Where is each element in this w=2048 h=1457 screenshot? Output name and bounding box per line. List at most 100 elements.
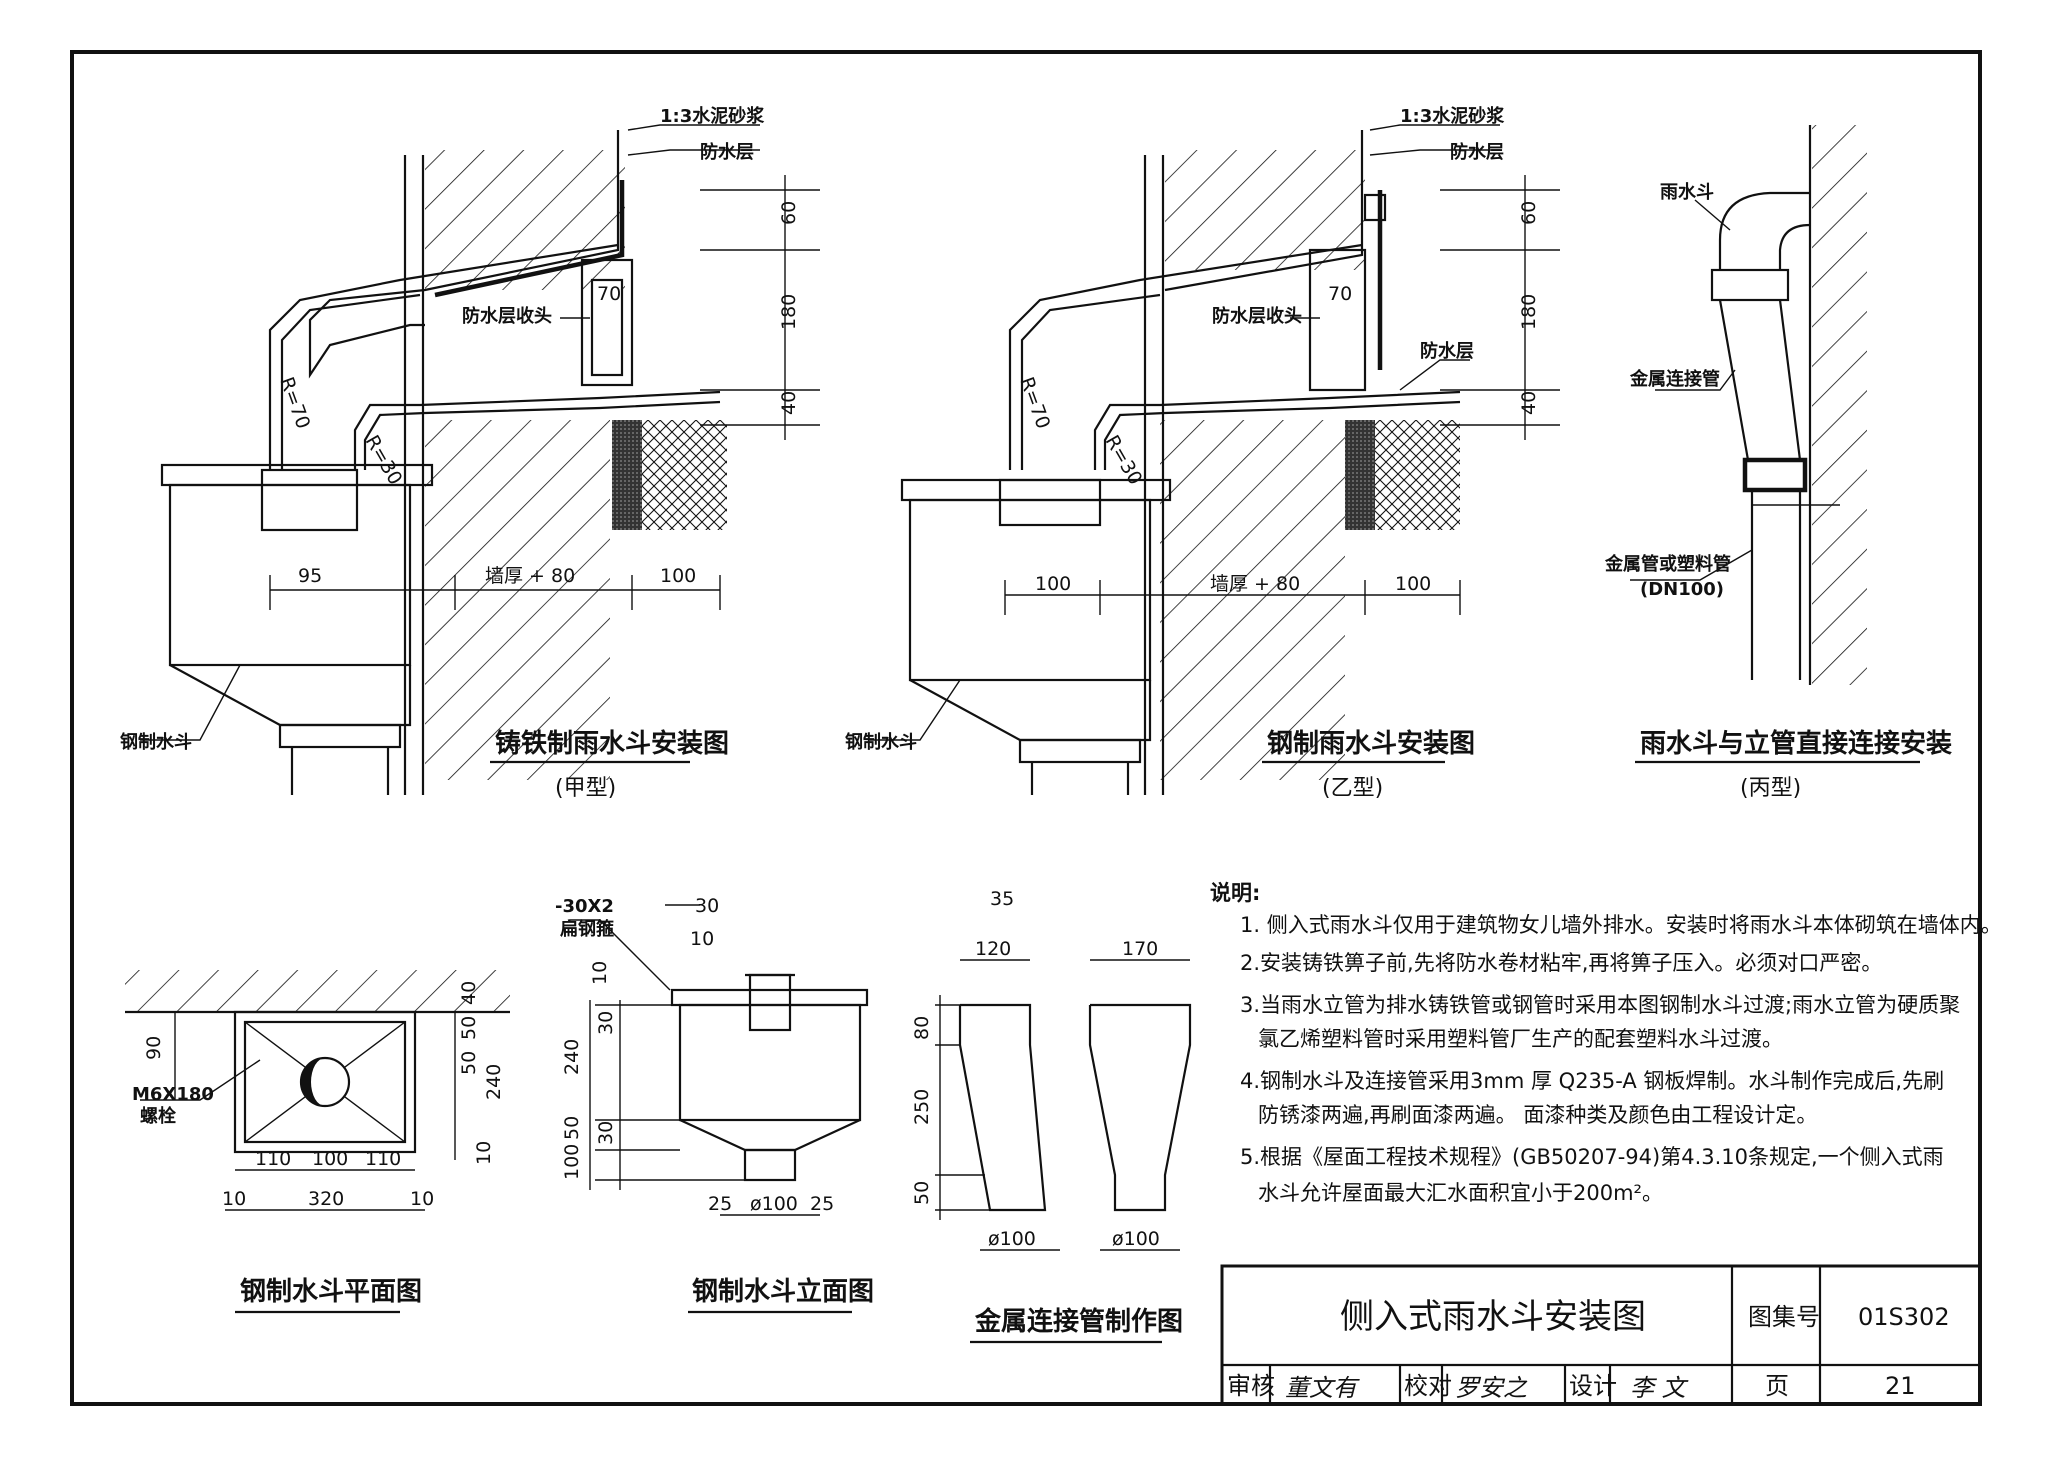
elevation-dim-100: 100 bbox=[561, 1144, 583, 1180]
type-c-connector-label: 金属连接管 bbox=[1629, 368, 1720, 390]
note-item-5: 5.根据《屋面工程技术规程》(GB50207-94)第4.3.10条规定,一个侧… bbox=[1240, 1145, 1944, 1169]
title-block: 侧入式雨水斗安装图 图集号 01S302 审核 董文有 校对 罗安之 设计 李 … bbox=[1220, 1264, 1982, 1406]
note-item-3b: 氯乙烯塑料管时采用塑料管厂生产的配套塑料水斗过渡。 bbox=[1258, 1027, 1783, 1051]
connector-dim-80: 80 bbox=[911, 1016, 933, 1040]
review-signature: 董文有 bbox=[1285, 1374, 1360, 1402]
type-b-dense-block bbox=[1345, 420, 1375, 530]
plan-dim-40: 40 bbox=[458, 981, 480, 1005]
connector-dim-35: 35 bbox=[990, 888, 1014, 910]
elevation-dim-30: 30 bbox=[695, 895, 719, 917]
type-c-wall-hatch bbox=[1812, 125, 1867, 685]
type-a-waterproof-label: 防水层 bbox=[700, 141, 754, 163]
type-a-dim-60: 60 bbox=[778, 201, 800, 225]
type-b-dim-40: 40 bbox=[1518, 391, 1540, 415]
review-label: 审核 bbox=[1227, 1372, 1275, 1400]
type-c-section: 雨水斗 金属连接管 金属管或塑料管 (DN100) 雨水斗与立管直接连接安装 (… bbox=[1604, 125, 1952, 801]
plan-dim-50a: 50 bbox=[458, 1051, 480, 1075]
elevation-dim-10v: 10 bbox=[589, 961, 611, 985]
atlas-number: 01S302 bbox=[1858, 1303, 1950, 1331]
type-c-title: 雨水斗与立管直接连接安装 bbox=[1640, 728, 1952, 759]
plan-dim-320: 320 bbox=[308, 1188, 344, 1210]
type-a-subtitle: (甲型) bbox=[555, 776, 616, 801]
type-c-pipe-label: 金属管或塑料管 bbox=[1604, 553, 1731, 575]
type-b-mortar-label: 1:3水泥砂浆 bbox=[1400, 105, 1505, 127]
note-item-4b: 防锈漆两遍,再刷面漆两遍。 面漆种类及颜色由工程设计定。 bbox=[1258, 1103, 1817, 1127]
elevation-dim-30v: 30 bbox=[595, 1011, 617, 1035]
design-label: 设计 bbox=[1569, 1372, 1617, 1400]
sheet-border bbox=[70, 50, 1982, 1406]
type-a-dim-40: 40 bbox=[778, 391, 800, 415]
check-signature: 罗安之 bbox=[1455, 1374, 1528, 1402]
elevation-dim-25b: 25 bbox=[810, 1193, 834, 1215]
type-c-subtitle: (丙型) bbox=[1740, 776, 1801, 801]
plan-view: 90 50 50 40 240 10 M6X180 螺栓 110 100 110… bbox=[125, 970, 510, 1314]
elevation-dim-50: 50 bbox=[561, 1116, 583, 1140]
plan-bolt-label: M6X180 bbox=[132, 1084, 214, 1105]
type-b-dim-100b: 100 bbox=[1395, 573, 1431, 595]
elevation-dim-dia: ø100 bbox=[750, 1193, 798, 1215]
connector-dim-dia1: ø100 bbox=[988, 1228, 1036, 1250]
type-b-wall-hatch bbox=[1165, 150, 1365, 270]
note-item-3: 3.当雨水立管为排水铸铁管或钢管时采用本图钢制水斗过渡;雨水立管为硬质聚 bbox=[1240, 993, 1960, 1017]
type-b-dim-60: 60 bbox=[1518, 201, 1540, 225]
type-b-waterproof2-label: 防水层 bbox=[1420, 340, 1474, 362]
page-label: 页 bbox=[1765, 1372, 1789, 1400]
type-a-dim-180: 180 bbox=[778, 294, 800, 330]
connector-dim-50: 50 bbox=[911, 1181, 933, 1205]
elevation-dim-25a: 25 bbox=[708, 1193, 732, 1215]
type-a-dim-100: 100 bbox=[660, 565, 696, 587]
note-item-4: 4.钢制水斗及连接管采用3mm 厚 Q235-A 钢板焊制。水斗制作完成后,先刷 bbox=[1240, 1069, 1944, 1093]
type-a-dim-95: 95 bbox=[298, 565, 322, 587]
type-b-dim-wall: 墙厚 + 80 bbox=[1210, 573, 1300, 595]
type-a-wall-hatch bbox=[425, 150, 625, 290]
type-a-dense-block bbox=[612, 420, 642, 530]
type-a-dim-70: 70 bbox=[597, 283, 621, 305]
plan-dim-10b: 10 bbox=[410, 1188, 434, 1210]
check-label: 校对 bbox=[1404, 1372, 1452, 1400]
plan-dim-10: 10 bbox=[473, 1141, 495, 1165]
plan-dim-50b: 50 bbox=[458, 1016, 480, 1040]
note-item-5b: 水斗允许屋面最大汇水面积宜小于200m²。 bbox=[1258, 1181, 1663, 1205]
elevation-dim-240: 240 bbox=[561, 1039, 583, 1075]
type-c-pipe-size: (DN100) bbox=[1640, 579, 1724, 600]
connector-dim-dia2: ø100 bbox=[1112, 1228, 1160, 1250]
elevation-title: 钢制水斗立面图 bbox=[692, 1276, 874, 1307]
type-b-waterproof-end-label: 防水层收头 bbox=[1212, 305, 1302, 327]
type-b-dim-180: 180 bbox=[1518, 294, 1540, 330]
type-b-hopper-label: 钢制水斗 bbox=[845, 731, 917, 753]
design-signature: 李 文 bbox=[1630, 1374, 1689, 1402]
type-b-subtitle: (乙型) bbox=[1322, 776, 1383, 801]
type-a-hopper-label: 钢制水斗 bbox=[120, 731, 192, 753]
title-block-title: 侧入式雨水斗安装图 bbox=[1340, 1297, 1646, 1337]
connector-view: 35 120 170 80 250 50 ø100 ø100 金属连接管制作图 bbox=[911, 888, 1192, 1344]
note-item-2: 2.安装铸铁箅子前,先将防水卷材粘牢,再将箅子压入。必须对口严密。 bbox=[1240, 951, 1882, 975]
notes-heading: 说明: bbox=[1210, 881, 1260, 905]
type-a-dim-r30: R=30 bbox=[361, 432, 407, 489]
note-item-1: 1. 侧入式雨水斗仅用于建筑物女儿墙外排水。安装时将雨水斗本体砌筑在墙体内。 bbox=[1240, 913, 2002, 937]
plan-dim-10a: 10 bbox=[222, 1188, 246, 1210]
plan-title: 钢制水斗平面图 bbox=[240, 1277, 422, 1307]
type-a-mortar-label: 1:3水泥砂浆 bbox=[660, 105, 765, 127]
elevation-hoop-label: -30X2 bbox=[555, 896, 614, 917]
type-b-wall-lower bbox=[1160, 420, 1345, 780]
plan-dim-110b: 110 bbox=[365, 1148, 401, 1170]
elevation-dim-30b: 30 bbox=[595, 1121, 617, 1145]
type-b-waterproof-label: 防水层 bbox=[1450, 141, 1504, 163]
elevation-hoop-label2: 扁钢箍 bbox=[560, 918, 614, 940]
page-number: 21 bbox=[1885, 1372, 1916, 1400]
type-c-hopper-label: 雨水斗 bbox=[1660, 181, 1714, 203]
plan-dim-240: 240 bbox=[483, 1064, 505, 1100]
type-a-section: 1:3水泥砂浆 防水层 防水层收头 钢制水斗 60 180 40 70 R=70… bbox=[120, 105, 820, 801]
type-b-section: 1:3水泥砂浆 防水层 防水层收头 防水层 钢制水斗 60 180 40 70 … bbox=[845, 105, 1560, 801]
elevation-view: -30X2 扁钢箍 30 10 10 240 30 30 50 100 25 ø… bbox=[555, 895, 874, 1314]
type-a-title: 铸铁制雨水斗安装图 bbox=[495, 728, 729, 759]
type-a-waterproof-end-label: 防水层收头 bbox=[462, 305, 552, 327]
plan-dim-110a: 110 bbox=[255, 1148, 291, 1170]
type-a-wall-lower bbox=[425, 420, 610, 780]
type-b-dim-100a: 100 bbox=[1035, 573, 1071, 595]
plan-bolt-label2: 螺栓 bbox=[140, 1105, 176, 1127]
type-b-title: 钢制雨水斗安装图 bbox=[1267, 729, 1475, 759]
type-a-dim-wall: 墙厚 + 80 bbox=[485, 565, 575, 587]
plan-wall-hatch bbox=[125, 970, 510, 1012]
